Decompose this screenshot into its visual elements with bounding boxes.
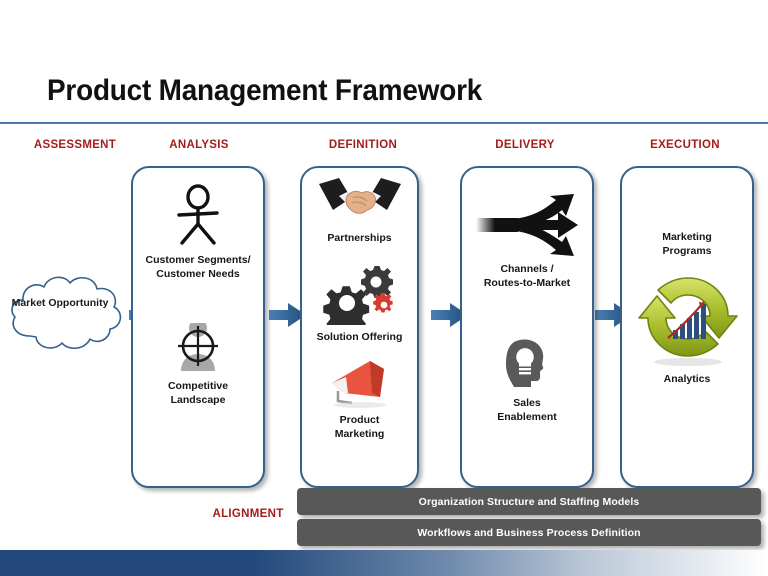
stage-header-execution: EXECUTION: [650, 139, 720, 151]
page-title: Product Management Framework: [47, 74, 483, 107]
stage-card-definition[interactable]: Partnerships Solution Offering: [300, 166, 419, 488]
stage-header-analysis: ANALYSIS: [169, 139, 229, 151]
execution-item-label: Marketing Programs: [662, 231, 712, 257]
analysis-item-competitive-landscape[interactable]: Competitive Landscape: [133, 323, 263, 407]
delivery-item-sales-enablement[interactable]: Sales Enablement: [462, 336, 592, 424]
execution-item-analytics[interactable]: Analytics: [622, 372, 752, 386]
definition-item-product-marketing[interactable]: Product Marketing: [302, 353, 417, 441]
stage-header-delivery: DELIVERY: [495, 139, 555, 151]
alignment-label: ALIGNMENT: [212, 508, 284, 520]
delivery-item-channels[interactable]: Channels / Routes-to-Market: [462, 192, 592, 290]
alignment-bar-org-structure[interactable]: Organization Structure and Staffing Mode…: [297, 488, 761, 515]
definition-item-solution-offering[interactable]: Solution Offering: [302, 263, 417, 344]
megaphone-icon: [331, 361, 386, 408]
handshake-icon: [318, 178, 401, 214]
head-lightbulb-icon: [506, 339, 544, 387]
execution-item-label: Analytics: [663, 373, 711, 385]
gears-icon: [322, 266, 393, 325]
definition-item-partnerships[interactable]: Partnerships: [302, 176, 417, 245]
stage-card-analysis[interactable]: Customer Segments/ Customer Needs Compet…: [131, 166, 265, 488]
branching-arrows-icon: [476, 194, 578, 256]
delivery-item-label: Channels / Routes-to-Market: [483, 263, 571, 289]
market-opportunity-label: Market Opportunity: [11, 297, 109, 309]
stage-header-definition: DEFINITION: [328, 139, 398, 151]
stage-card-delivery[interactable]: Channels / Routes-to-Market Sales Enable…: [460, 166, 594, 488]
target-person-icon: [178, 323, 218, 371]
delivery-item-label: Sales Enablement: [497, 397, 557, 423]
stage-header-assessment: ASSESSMENT: [33, 139, 117, 151]
stage-card-execution[interactable]: Marketing Programs: [620, 166, 754, 488]
footer-gradient-bar: [0, 550, 768, 576]
arrow-analysis-to-definition: [268, 300, 308, 330]
analysis-item-label: Competitive Landscape: [167, 380, 229, 406]
cycle-chart-icon: [638, 277, 738, 366]
market-opportunity-cloud[interactable]: [6, 266, 126, 358]
analysis-item-label: Customer Segments/ Customer Needs: [145, 254, 251, 280]
definition-item-label: Product Marketing: [334, 414, 385, 440]
definition-item-label: Partnerships: [327, 232, 392, 244]
stick-figure-icon: [177, 184, 219, 245]
definition-item-label: Solution Offering: [316, 331, 403, 343]
title-divider: [0, 122, 768, 124]
alignment-bar-workflows[interactable]: Workflows and Business Process Definitio…: [297, 519, 761, 546]
cloud-shape-icon: [11, 276, 122, 349]
arrow-definition-to-delivery: [430, 300, 470, 330]
execution-item-marketing-programs[interactable]: Marketing Programs: [622, 230, 752, 258]
analysis-item-customer-segments[interactable]: Customer Segments/ Customer Needs: [133, 184, 263, 281]
